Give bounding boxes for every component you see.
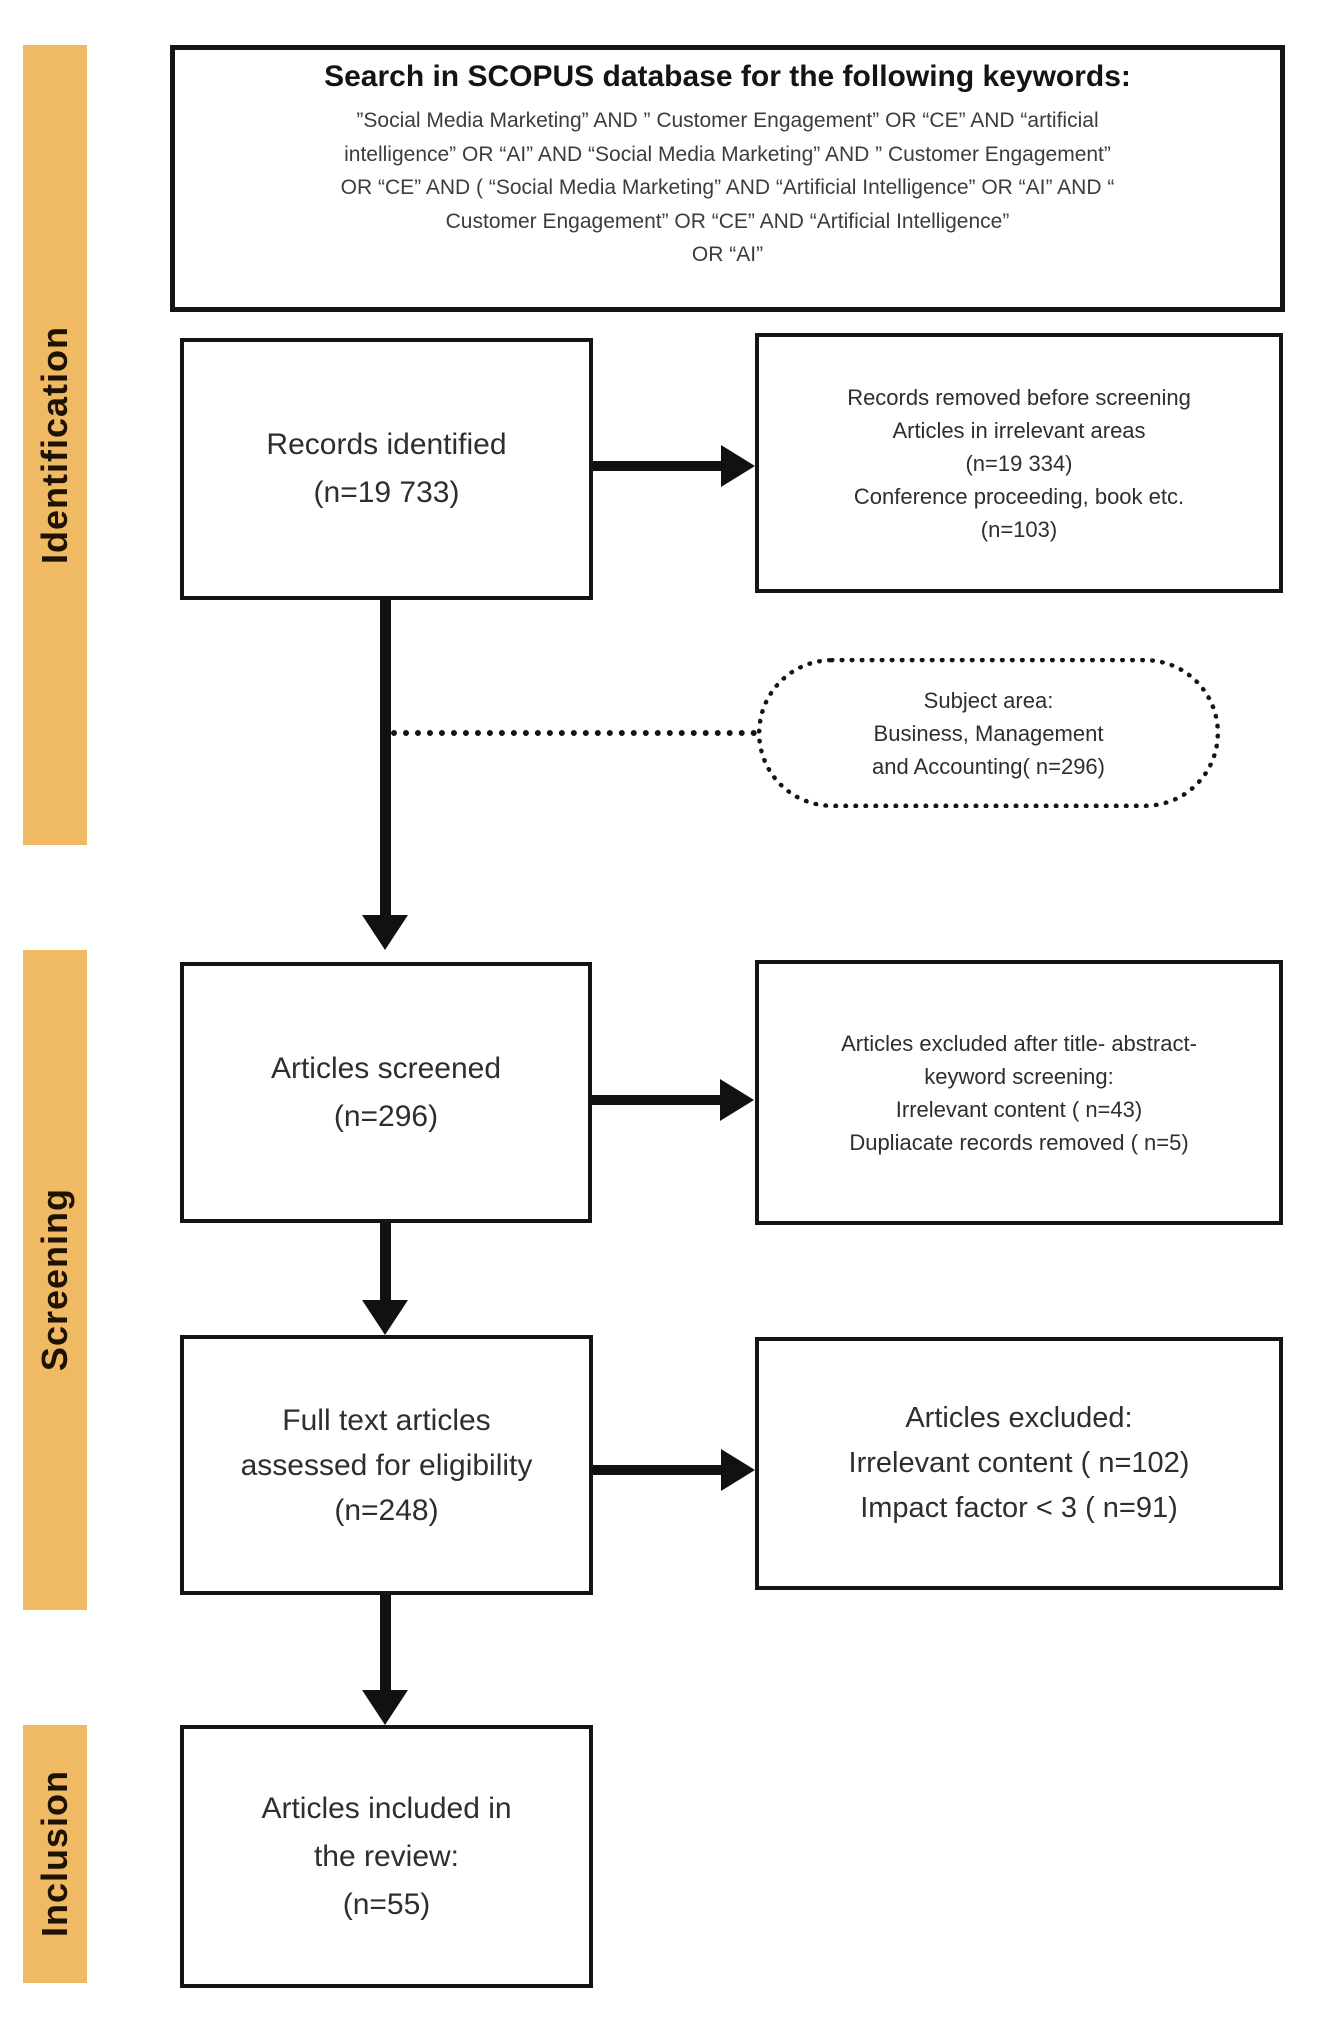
arrow-shaft	[593, 1465, 721, 1475]
arrow-right-icon	[721, 1449, 755, 1491]
arrow-right-icon	[721, 445, 755, 487]
arrow-shaft	[593, 461, 721, 471]
arrow-shaft	[379, 1595, 391, 1690]
stage-label-identification: Identification	[34, 326, 75, 564]
stage-bar-inclusion: Inclusion	[23, 1725, 87, 1983]
arrow-shaft	[379, 600, 391, 915]
arrow-down-icon	[362, 915, 408, 950]
arrow-shaft	[592, 1095, 720, 1105]
excluded-after-screening-text: Articles excluded after title- abstract-…	[841, 1030, 1197, 1155]
subject-area-node: Subject area: Business, Management and A…	[757, 658, 1220, 808]
records-identified-text: Records identified (n=19 733)	[266, 428, 507, 509]
stage-label-inclusion: Inclusion	[34, 1770, 75, 1938]
arrow-records-to-removed	[593, 445, 755, 487]
records-identified-box: Records identified (n=19 733)	[180, 338, 593, 600]
subject-area-text: Subject area: Business, Management and A…	[871, 687, 1105, 779]
articles-screened-text: Articles screened (n=296)	[270, 1051, 502, 1133]
articles-included-box: Articles included in the review: (n=55)	[180, 1725, 593, 1988]
arrow-fulltext-to-excluded	[593, 1449, 755, 1491]
excluded-full-text-box: Articles excluded: Irrelevant content ( …	[755, 1337, 1283, 1590]
keywords-title: Search in SCOPUS database for the follow…	[324, 60, 1131, 93]
arrow-shaft	[379, 1223, 391, 1300]
arrow-fulltext-to-included	[362, 1595, 408, 1725]
full-text-assessed-box: Full text articles assessed for eligibil…	[180, 1335, 593, 1595]
excluded-after-screening-box: Articles excluded after title- abstract-…	[755, 960, 1283, 1225]
keywords-search-box: Search in SCOPUS database for the follow…	[170, 45, 1285, 312]
arrow-down-icon	[362, 1300, 408, 1335]
records-removed-text: Records removed before screening Article…	[847, 384, 1191, 542]
articles-screened-box: Articles screened (n=296)	[180, 962, 592, 1223]
arrow-screened-to-fulltext	[362, 1223, 408, 1335]
dotted-connector	[391, 730, 757, 736]
arrow-records-to-screened	[362, 600, 408, 950]
excluded-full-text-text: Articles excluded: Irrelevant content ( …	[848, 1402, 1190, 1524]
arrow-screened-to-excluded	[592, 1079, 754, 1121]
records-removed-box: Records removed before screening Article…	[755, 333, 1283, 593]
keywords-query-text: ”Social Media Marketing” AND ” Customer …	[340, 109, 1115, 267]
stage-bar-screening: Screening	[23, 950, 87, 1610]
arrow-right-icon	[720, 1079, 754, 1121]
arrow-down-icon	[362, 1690, 408, 1725]
articles-included-text: Articles included in the review: (n=55)	[261, 1791, 512, 1921]
full-text-assessed-text: Full text articles assessed for eligibil…	[240, 1403, 533, 1527]
stage-label-screening: Screening	[34, 1188, 75, 1372]
stage-bar-identification: Identification	[23, 45, 87, 845]
